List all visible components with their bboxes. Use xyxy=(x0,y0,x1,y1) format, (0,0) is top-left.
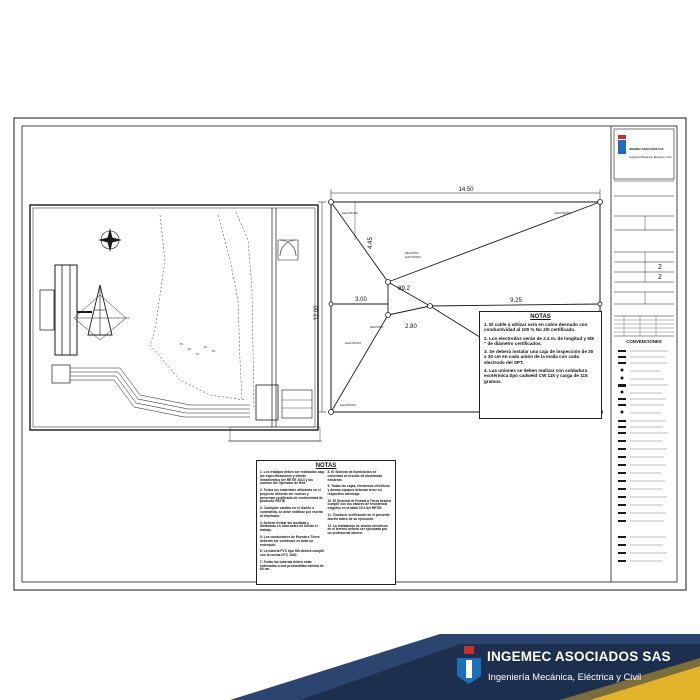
note-item: 10. El Sistema de Puesta a Tierra deberá… xyxy=(327,498,391,511)
note-item: 11. Conducir verificación en el presente… xyxy=(327,513,390,521)
svg-text:REGISTRO: REGISTRO xyxy=(405,251,419,255)
svg-text:P.I.: P.I. xyxy=(196,352,200,356)
title-block xyxy=(613,128,675,562)
note-item: 7. Todas las tuberías deben estar enterr… xyxy=(260,559,324,572)
svg-text:P.I.: P.I. xyxy=(188,347,192,351)
svg-text:ELECTRODO: ELECTRODO xyxy=(345,341,361,345)
dim-mid-label: 9.25 xyxy=(510,298,522,304)
notes-column-2: 8. El Sistema de Iluminación se conectar… xyxy=(327,470,393,575)
note-item: 3. Se deberá instalar una caja de inspec… xyxy=(484,349,594,365)
note-item: 4. Deberá revisar las medidas y distanci… xyxy=(260,520,318,533)
notes-box-general: NOTAS 1. Los trabajos deben ser realizad… xyxy=(256,460,396,585)
title-block-sheet: 2 xyxy=(658,264,662,271)
svg-text:ELECTRODO: ELECTRODO xyxy=(555,211,571,215)
tower-structure xyxy=(39,264,130,356)
note-item: 3. Cualquier cambio en el diseño o contr… xyxy=(260,506,323,518)
dim-b-label: 2.80 xyxy=(405,324,417,330)
brand-tagline: Ingeniería Mecánica, Eléctrica y Civil xyxy=(488,671,642,682)
note-item: 6. La tubería PVC tipo DB deberá cumplir… xyxy=(260,549,325,558)
note-item: 1. El cable a utilizar será en cobre des… xyxy=(484,322,588,333)
circuit-labels: P.I. P.I. P.I. P.I. P.I. xyxy=(180,342,216,356)
note-item: 9. Todas las cajas, elementos eléctricos… xyxy=(327,484,390,496)
legend-symbols xyxy=(618,350,626,562)
notes-title: NOTAS xyxy=(530,314,551,320)
dim-top-label: 14.50 xyxy=(458,187,474,193)
note-item: 12. La instalación de ductos eléctricos … xyxy=(327,523,388,536)
brand-logo-icon xyxy=(457,646,481,684)
conduit-bundle xyxy=(70,367,250,418)
note-item: 2. Todos los materiales utilizados en el… xyxy=(260,488,324,504)
legend-text-lines xyxy=(630,350,668,562)
svg-text:ELECTRODO: ELECTRODO xyxy=(405,255,421,259)
title-block-sheets: 2 xyxy=(658,274,662,281)
svg-text:P.I.: P.I. xyxy=(204,345,208,349)
note-item: 4. Las uniones se deben realizar con sol… xyxy=(484,367,588,384)
svg-text:P.I.: P.I. xyxy=(212,349,216,353)
notes-box-grid: NOTAS 1. El cable a utilizar será en cob… xyxy=(479,311,602,419)
title-block-company: INGEMEC ASOCIADOS SAS xyxy=(629,147,664,151)
dim-left-label: 3.00 xyxy=(355,297,367,303)
notes-list: 1. El cable a utilizar será en cobre des… xyxy=(484,322,597,384)
north-arrow-icon xyxy=(98,228,122,252)
outer-frame xyxy=(13,117,687,591)
note-item: 5. Los conductores de Puesta a Tierra de… xyxy=(260,534,320,547)
note-item: 8. El Sistema de Iluminación se conectar… xyxy=(327,470,383,482)
title-block-conventions: CONVENCIONES xyxy=(626,339,662,344)
notes-title: NOTAS xyxy=(315,463,337,469)
svg-text:REGISTRO: REGISTRO xyxy=(370,325,384,329)
dim-side-label: 12.00 xyxy=(314,305,320,321)
notes-column-1: 1. Los trabajos deben ser realizados baj… xyxy=(260,470,325,575)
brand-name: INGEMEC ASOCIADOS SAS xyxy=(487,649,671,664)
note-item: 2. Los electrodos serán de 2.4 m. de lon… xyxy=(484,335,594,346)
svg-text:ELECTRODO: ELECTRODO xyxy=(342,211,358,215)
svg-text:P.I.: P.I. xyxy=(180,342,184,346)
dim-a-label: 89.2 xyxy=(398,286,410,292)
site-plan-left: P.I. P.I. P.I. P.I. P.I. xyxy=(29,204,322,442)
dim-diag-label: 4.45 xyxy=(368,237,374,249)
svg-text:ELECTRODO: ELECTRODO xyxy=(340,403,356,407)
title-block-company-sub: Ingeniería Mecánica, Eléctrica y Civil xyxy=(629,155,672,159)
note-item: 1. Los trabajos deben ser realizados baj… xyxy=(260,470,325,486)
